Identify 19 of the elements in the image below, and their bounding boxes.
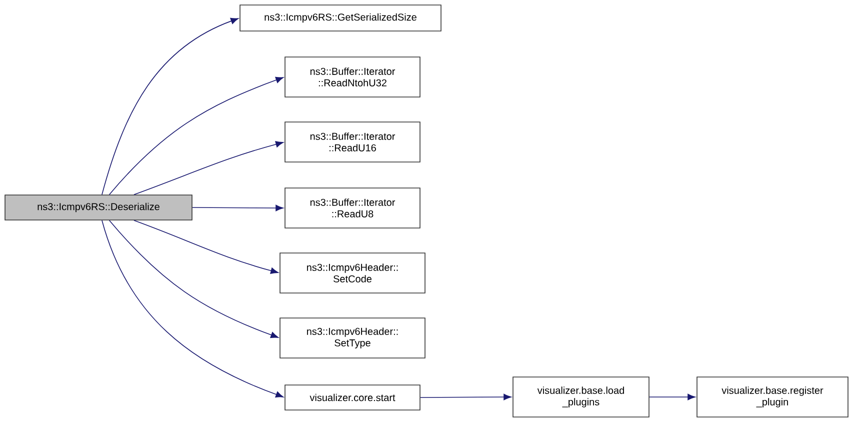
arrow: [192, 204, 284, 212]
function-box: visualizer.base.load _plugins: [512, 376, 650, 418]
function-box: ns3::Icmpv6Header:: SetCode: [280, 252, 426, 294]
function-box: ns3::Icmpv6RS::GetSerializedSize: [240, 4, 442, 32]
arrow: [649, 394, 696, 400]
function-box: ns3::Buffer::Iterator ::ReadU8: [284, 188, 420, 228]
function-box: ns3::Buffer::Iterator ::ReadU16: [284, 122, 420, 162]
arrow: [108, 220, 278, 338]
function-box: ns3::Icmpv6RS::Deserialize: [4, 194, 192, 220]
arrow: [108, 76, 284, 195]
arrow: [102, 220, 284, 398]
arrow: [134, 141, 284, 195]
function-box: ns3::Buffer::Iterator ::ReadNtohU32: [284, 56, 420, 98]
function-box: visualizer.core.start: [284, 384, 420, 410]
arrow: [102, 18, 239, 195]
arrow: [420, 394, 512, 400]
function-box: ns3::Icmpv6Header:: SetType: [280, 318, 426, 358]
arrow: [134, 220, 278, 274]
function-box: visualizer.base.register _plugin: [696, 376, 848, 418]
